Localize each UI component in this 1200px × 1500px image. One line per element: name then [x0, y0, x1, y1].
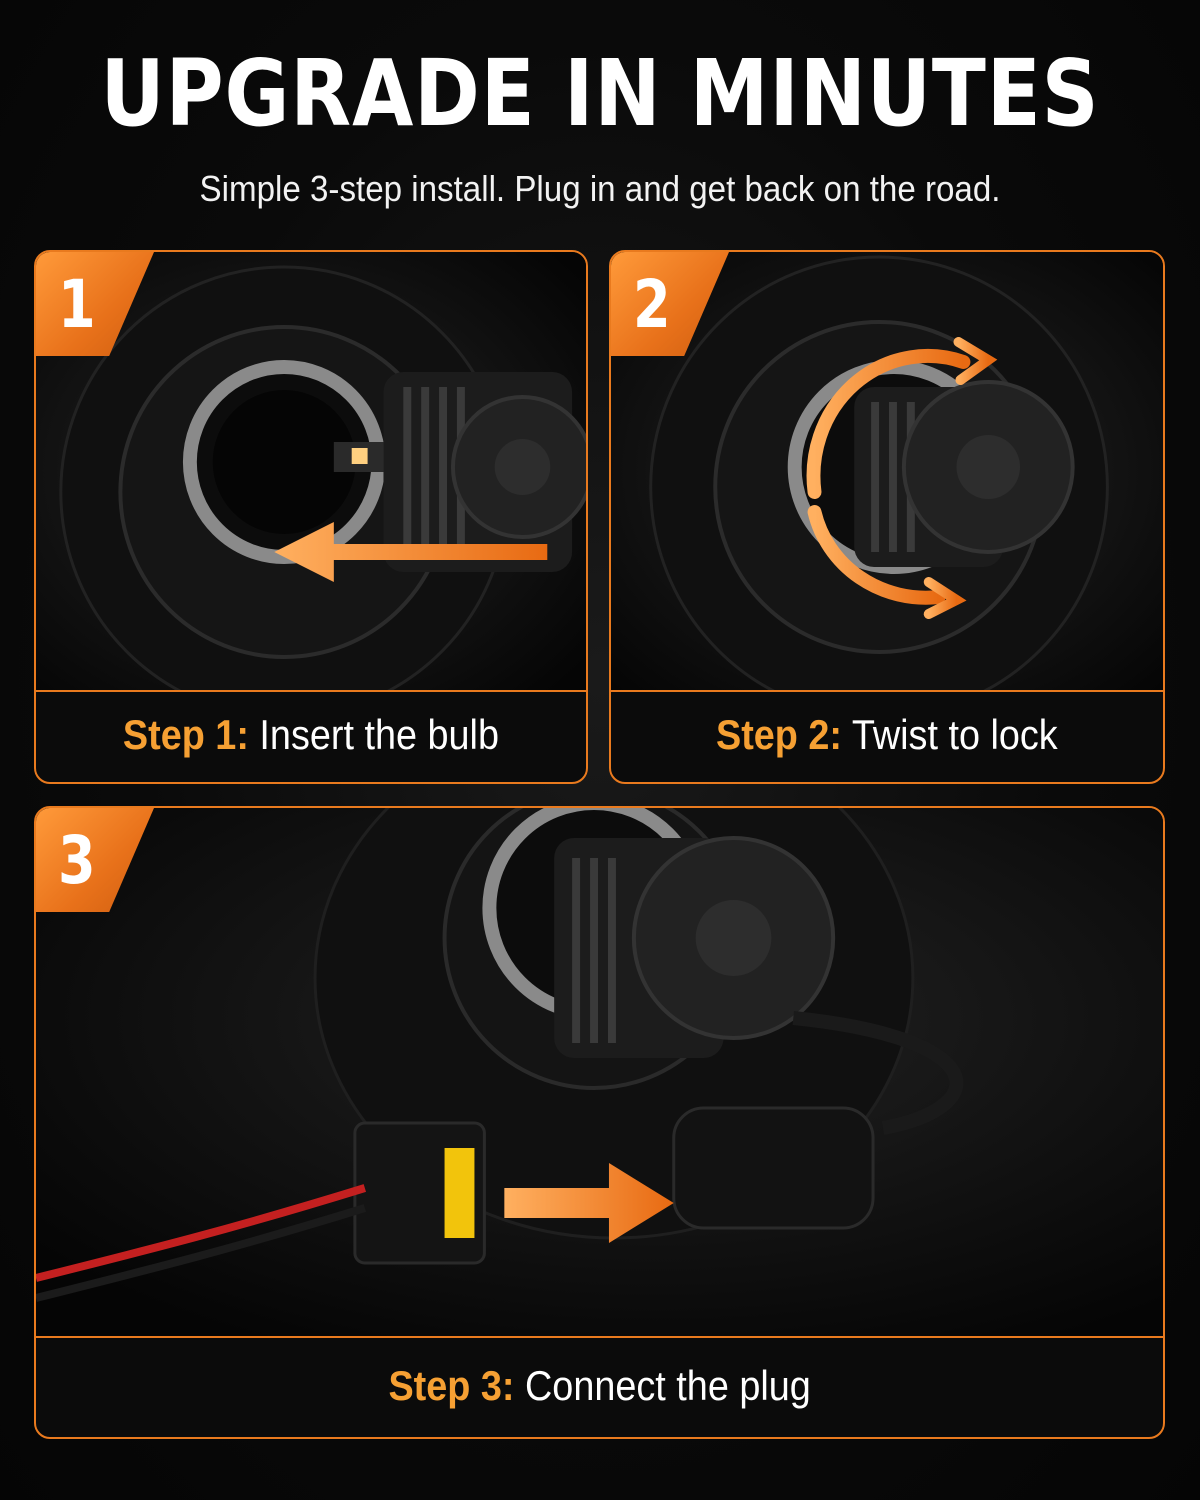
step-2-illustration [611, 252, 1163, 692]
step-text: Insert the bulb [259, 711, 500, 758]
page-subtitle: Simple 3-step install. Plug in and get b… [199, 168, 1001, 209]
step-card-3: 3 [34, 806, 1165, 1439]
bulb-body [554, 836, 836, 1058]
step-caption-2: Step 2: Twist to lock [611, 688, 1163, 782]
step-label: Step 3: [388, 1362, 515, 1409]
connect-arrow-icon [504, 1163, 674, 1243]
step-caption-1: Step 1: Insert the bulb [36, 688, 586, 782]
step-badge-3: 3 [36, 808, 154, 912]
step-card-1: 1 [34, 250, 588, 784]
step-caption-3: Step 3: Connect the plug [36, 1334, 1163, 1437]
step-number: 2 [633, 266, 671, 343]
bulb-cable [672, 1011, 964, 1230]
headlight-housing-image [36, 252, 586, 690]
harness-connector [36, 1121, 486, 1302]
step-text: Connect the plug [524, 1362, 811, 1409]
step-label: Step 1: [122, 711, 249, 758]
headlight-housing-image [36, 808, 1163, 1336]
step-number: 3 [58, 822, 96, 899]
step-3-illustration [36, 808, 1163, 1338]
step-1-illustration [36, 252, 586, 692]
bulb-body [333, 372, 586, 572]
step-badge-2: 2 [611, 252, 729, 356]
step-label: Step 2: [716, 711, 843, 758]
step-badge-1: 1 [36, 252, 154, 356]
bulb-body [854, 380, 1075, 567]
page-title: UPGRADE IN MINUTES [100, 40, 1100, 147]
step-number: 1 [58, 266, 96, 343]
rotate-arrows-icon [806, 337, 998, 619]
headlight-housing-image [611, 252, 1163, 690]
insert-arrow-icon [274, 522, 548, 582]
step-text: Twist to lock [851, 711, 1058, 758]
step-card-2: 2 [609, 250, 1165, 784]
